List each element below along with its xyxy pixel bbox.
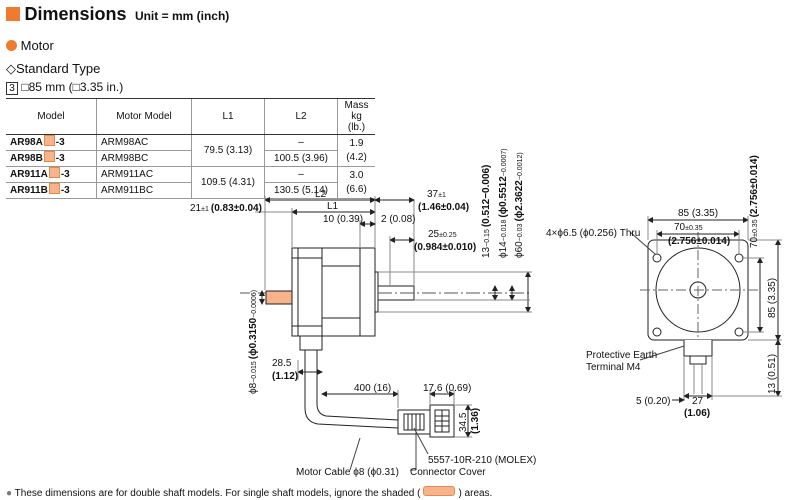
footnote: ● These dimensions are for double shaft … — [6, 486, 492, 499]
dim-21: 21±1(0.83±0.04) — [190, 203, 262, 214]
holes-label: 4×ϕ6.5 (ϕ0.256) Thru — [546, 228, 640, 239]
cable-box — [683, 340, 713, 357]
diamond-icon: ◇ — [6, 61, 16, 76]
subsection-heading: ◇Standard Type — [6, 61, 100, 77]
bullet-icon — [6, 40, 17, 51]
placeholder-box-icon — [48, 183, 60, 194]
placeholder-box-icon — [43, 151, 55, 162]
header: Dimensions Unit = mm (inch) — [6, 4, 229, 25]
footnote-text-a: These dimensions are for double shaft mo… — [14, 488, 421, 499]
side-view-labels: L2 L1 21±1(0.83±0.04) 10 (0.39) 2 (0.08)… — [190, 148, 536, 478]
model-cell: AR911B-3 — [6, 182, 97, 199]
dim-25-in: (0.984±0.010) — [414, 242, 476, 253]
col-model: Model — [6, 98, 97, 135]
side-view — [240, 196, 532, 471]
connector-label: 5557-10R-210 (MOLEX) — [428, 455, 536, 466]
l1-cell: 109.5 (4.31) — [191, 166, 265, 199]
dim-34: 34.5 — [458, 412, 469, 432]
dim-2: 2 (0.08) — [381, 214, 415, 225]
size-label: 3 □85 mm (□3.35 in.) — [6, 80, 123, 95]
footnote-text-b: ) areas. — [458, 488, 493, 499]
size-text: 85 mm ( — [28, 80, 73, 94]
dim-70: 70±0.35 — [674, 222, 703, 233]
front-view-labels: 4×ϕ6.5 (ϕ0.256) Thru 85 (3.35) 70±0.35 (… — [546, 155, 778, 419]
page-title: Dimensions — [24, 4, 127, 24]
dim-25: 25±0.25 — [428, 229, 457, 240]
dim-10: 10 (0.39) — [323, 214, 363, 225]
section-heading: Motor — [6, 38, 54, 53]
col-l1: L1 — [191, 98, 265, 135]
dia-13: 13−0.15(0.512−0.006) — [481, 165, 492, 258]
section-title: Motor — [20, 38, 54, 53]
square-icon-2: □ — [72, 80, 80, 94]
l1-cell: 79.5 (3.13) — [191, 134, 265, 167]
motor-cable-label: Motor Cable ϕ8 (ϕ0.31) — [296, 467, 399, 478]
col-mass: Mass kg (lb.) — [337, 98, 375, 135]
square-icon: □ — [21, 80, 29, 94]
rear-shaft — [265, 290, 293, 305]
table-row: AR911A-3 ARM911AC 109.5 (4.31) – 3.0 (6.… — [6, 166, 375, 199]
dim-70-in: (2.756±0.014) — [668, 236, 730, 247]
dim-5: 5 (0.20) — [636, 396, 670, 407]
dim-70v: 70±0.35(2.756±0.014) — [749, 155, 760, 248]
motor-body — [291, 247, 376, 337]
mass-cell: 3.0 (6.6) — [337, 166, 375, 199]
motor-model-cell: ARM98AC — [96, 134, 192, 151]
dia-60: ϕ60−0.03(ϕ2.3622−0.0012) — [514, 152, 525, 258]
dia-8: ϕ8−0.015(ϕ0.3150−0.0006) — [248, 290, 259, 394]
footnote-bullet-icon: ● — [6, 488, 13, 499]
dim-400: 400 (16) — [354, 383, 391, 394]
table-row: AR98A-3 ARM98AC 79.5 (3.13) – 1.9 (4.2) — [6, 134, 375, 167]
pe-label-2: Terminal M4 — [586, 362, 641, 373]
dim-27: 27 — [692, 396, 704, 407]
spec-table: Model Motor Model L1 L2 Mass kg (lb.) AR… — [6, 98, 375, 199]
dim-28-in: (1.12) — [272, 371, 298, 382]
dia-14: ϕ14−0.018(ϕ0.5512−0.0007) — [498, 148, 509, 258]
connector-cover-label: Connector Cover — [410, 467, 486, 478]
col-motor-model: Motor Model — [96, 98, 192, 135]
l2-cell: 100.5 (3.96) — [264, 150, 338, 167]
motor-model-cell: ARM98BC — [96, 150, 192, 167]
motor-cable — [304, 350, 399, 429]
front-view — [629, 216, 782, 403]
model-cell: AR98A-3 — [6, 134, 97, 151]
header-marker-icon — [6, 7, 20, 21]
pe-label-1: Protective Earth — [586, 350, 657, 361]
l1-label: L1 — [327, 201, 339, 212]
dim-85v: 85 (3.35) — [767, 278, 778, 318]
mount-hole — [652, 327, 662, 337]
placeholder-box-icon — [43, 135, 55, 146]
model-cell: AR98B-3 — [6, 150, 97, 167]
cable-exit — [299, 335, 323, 351]
size-index-box: 3 — [6, 82, 18, 95]
size-text-2: 3.35 in.) — [79, 80, 124, 94]
dim-28: 28.5 — [272, 358, 292, 369]
table-header-row: Model Motor Model L1 L2 Mass kg (lb.) — [6, 98, 375, 135]
dim-34-in: (1.36) — [470, 408, 481, 434]
col-l2: L2 — [264, 98, 338, 135]
dim-37-in: (1.46±0.04) — [418, 202, 469, 213]
l2-cell: – — [264, 134, 338, 151]
dim-37: 37±1 — [427, 189, 446, 200]
placeholder-box-icon — [48, 167, 60, 178]
motor-model-cell: ARM911BC — [96, 182, 192, 199]
mass-cell: 1.9 (4.2) — [337, 134, 375, 167]
l2-cell: – — [264, 166, 338, 183]
dim-13v: 13 (0.51) — [767, 354, 778, 394]
dim-27-in: (1.06) — [684, 408, 710, 419]
motor-model-cell: ARM911AC — [96, 166, 192, 183]
table-row: AR98B-3 ARM98BC 100.5 (3.96) — [6, 150, 375, 167]
l2-label: L2 — [315, 189, 327, 200]
model-cell: AR911A-3 — [6, 166, 97, 183]
dim-17: 17.6 (0.69) — [423, 383, 471, 394]
unit-label: Unit = mm (inch) — [134, 9, 230, 23]
dim-85: 85 (3.35) — [678, 208, 718, 219]
subsection-title: Standard Type — [16, 61, 101, 76]
shaded-swatch-icon — [423, 486, 456, 496]
